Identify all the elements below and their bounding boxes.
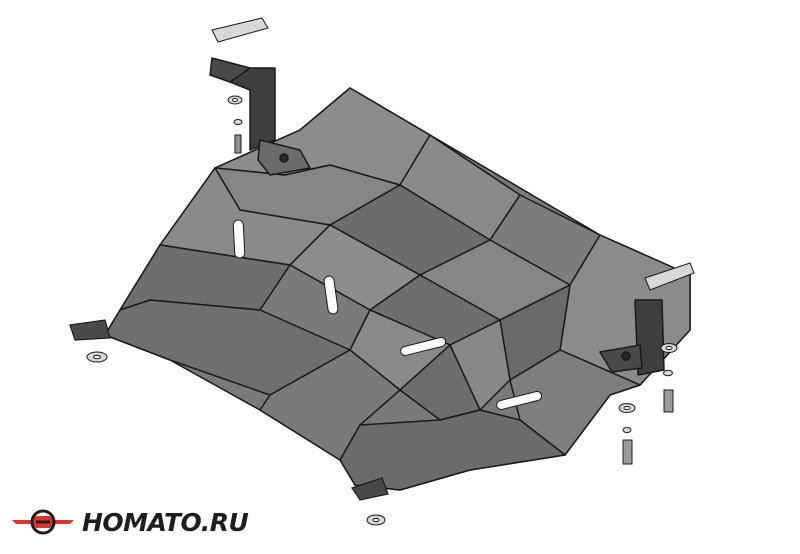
slot-1 bbox=[232, 219, 246, 259]
slot-4 bbox=[496, 391, 543, 410]
bracket-left bbox=[209, 57, 311, 176]
brand-logo[interactable]: HOMATO.RU bbox=[10, 502, 249, 542]
strap-left bbox=[211, 17, 269, 43]
bracket-right bbox=[599, 299, 665, 376]
tab-bottom bbox=[351, 477, 389, 501]
hardware bbox=[86, 95, 678, 526]
plate-slots bbox=[232, 219, 543, 410]
slot-3 bbox=[400, 337, 447, 356]
wings-icon bbox=[12, 509, 74, 535]
mount-tabs bbox=[69, 319, 389, 501]
tab-left bbox=[69, 319, 111, 341]
slot-2 bbox=[323, 275, 339, 315]
skid-plate bbox=[104, 87, 691, 491]
brand-text: HOMATO.RU bbox=[82, 507, 249, 537]
strap-right bbox=[644, 262, 695, 291]
